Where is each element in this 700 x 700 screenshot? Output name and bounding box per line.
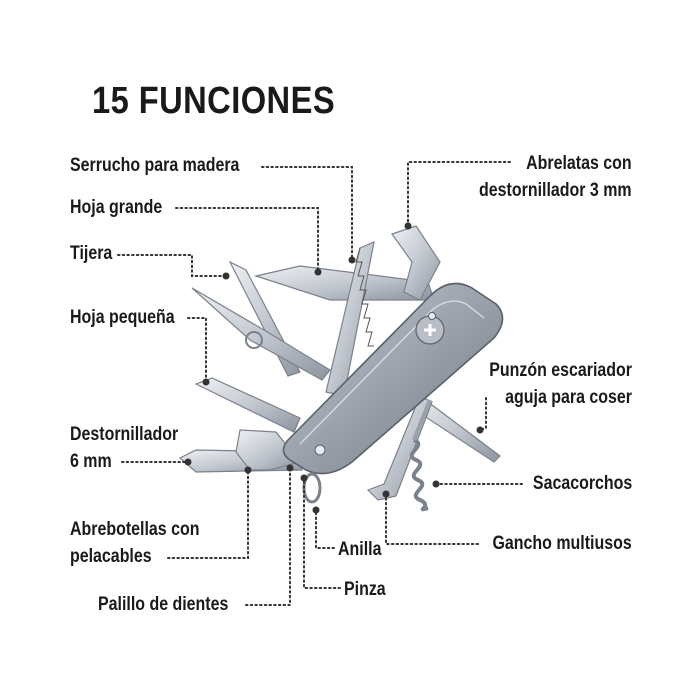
scissors-blade-2	[191, 287, 331, 381]
saw-teeth	[355, 247, 374, 347]
label-key-ring: Anilla	[338, 539, 382, 560]
can-opener-shape	[391, 225, 441, 301]
label-tweezers: Pinza	[344, 579, 386, 600]
small-blade-shape	[194, 377, 301, 433]
label-toothpick: Palillo de dientes	[98, 594, 229, 615]
label-screwdriver-line2: 6 mm	[70, 451, 112, 472]
label-bottle-opener-line2: pelacables	[70, 546, 152, 567]
label-screwdriver-line1: Destornillador	[70, 424, 179, 445]
label-reamer-line1: Punzón escariador	[489, 360, 632, 381]
label-large-blade: Hoja grande	[70, 197, 163, 218]
label-wood-saw: Serrucho para madera	[70, 155, 240, 176]
label-small-blade: Hoja pequeña	[70, 307, 175, 328]
label-reamer-line2: aguja para coser	[505, 387, 632, 408]
large-blade-shape	[253, 265, 435, 301]
leader-dots	[184, 222, 484, 514]
label-can-opener-line1: Abrelatas con	[526, 153, 632, 174]
bottle-opener-shape	[235, 429, 302, 471]
multi-hook-shape	[366, 395, 433, 501]
corkscrew-shape	[409, 438, 429, 512]
label-can-opener-line2: destornillador 3 mm	[479, 180, 632, 201]
label-corkscrew: Sacacorchos	[532, 473, 632, 494]
label-bottle-opener-line1: Abrebotellas con	[70, 519, 200, 540]
page-title: 15 FUNCIONES	[92, 80, 336, 122]
knife-handle	[282, 282, 504, 475]
label-multi-hook: Gancho multiusos	[492, 533, 632, 554]
leader-lines	[117, 161, 523, 606]
label-scissors: Tijera	[70, 243, 113, 264]
scissors-ring	[245, 331, 263, 349]
